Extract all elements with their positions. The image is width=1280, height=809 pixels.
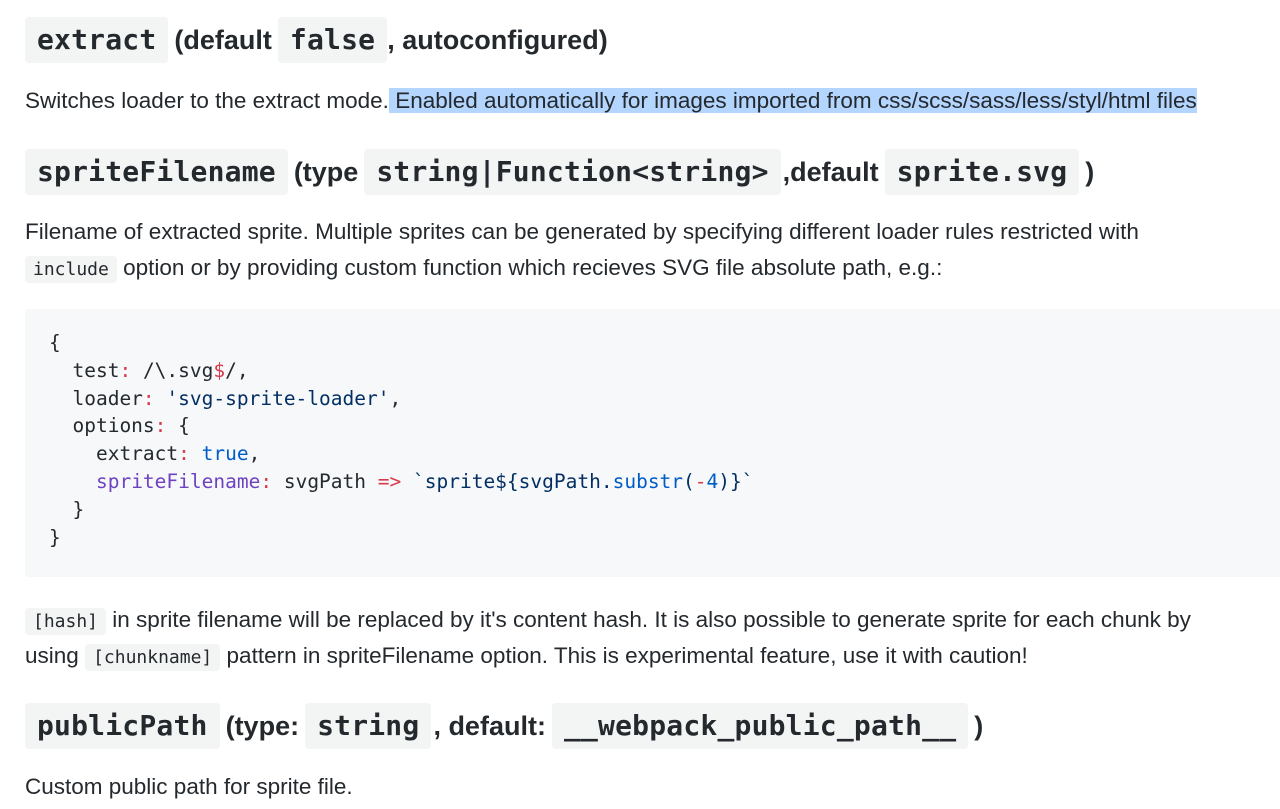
hash-note-line1: [hash] in sprite filename will be replac…	[25, 602, 1191, 640]
spritefilename-type: string|Function<string>	[364, 149, 781, 195]
chunkname-inline-code: [chunkname]	[85, 644, 221, 671]
spritefilename-heading: spriteFilename (type string|Function<str…	[25, 147, 1100, 197]
spritefilename-desc-text2: option or by providing custom function w…	[123, 255, 943, 280]
publicpath-option-name: publicPath	[25, 703, 220, 749]
include-inline-code: include	[25, 256, 117, 283]
publicpath-desc-text: Custom public path for sprite file.	[25, 774, 353, 799]
publicpath-close: )	[974, 710, 984, 741]
code-line: spriteFilename: svgPath => `sprite${svgP…	[95, 469, 754, 493]
extract-paren-open: (default	[174, 24, 272, 55]
code-line: extract: true,	[49, 442, 261, 466]
publicpath-default-value: __webpack_public_path__	[551, 703, 969, 749]
extract-desc-selected: Enabled automatically for images importe…	[388, 88, 1197, 113]
code-line: }	[49, 497, 85, 521]
hash-note-line2: using [chunkname] pattern in spriteFilen…	[25, 638, 1028, 676]
publicpath-heading: publicPath (type: string , default: __we…	[25, 701, 989, 751]
extract-description: Switches loader to the extract mode. Ena…	[25, 83, 1197, 119]
hash-note-text1: in sprite filename will be replaced by i…	[112, 607, 1191, 632]
publicpath-paren-open: (type:	[225, 710, 300, 741]
spritefilename-option-name: spriteFilename	[25, 149, 288, 195]
extract-default-value: false	[277, 17, 388, 63]
extract-option-name: extract	[25, 17, 169, 63]
extract-heading-tail: , autoconfigured)	[387, 24, 608, 55]
hash-inline-code: [hash]	[25, 608, 107, 635]
code-block: { test: /\.svg$/, loader: 'svg-sprite-lo…	[25, 309, 1280, 577]
publicpath-mid: , default:	[433, 710, 546, 741]
spritefilename-paren-open: (type	[293, 156, 359, 187]
spritefilename-desc-text1: Filename of extracted sprite. Multiple s…	[25, 219, 1139, 244]
code-line: options: {	[49, 414, 190, 438]
spritefilename-close: )	[1085, 156, 1095, 187]
spritefilename-mid: ,default	[782, 156, 879, 187]
spritefilename-default-value: sprite.svg	[884, 149, 1080, 195]
publicpath-description: Custom public path for sprite file.	[25, 769, 353, 805]
code-line: }	[49, 525, 61, 549]
code-line: {	[49, 331, 61, 354]
code-line: loader: 'svg-sprite-loader',	[49, 386, 402, 410]
extract-desc-plain: Switches loader to the extract mode.	[25, 88, 389, 113]
spritefilename-description-line2: include option or by providing custom fu…	[25, 250, 942, 288]
publicpath-type: string	[305, 703, 432, 749]
hash-note-text2: pattern in spriteFilename option. This i…	[226, 643, 1028, 668]
extract-heading: extract (default false , autoconfigured)	[25, 15, 608, 65]
code-line: test: /\.svg$/,	[49, 358, 249, 382]
spritefilename-description-line1: Filename of extracted sprite. Multiple s…	[25, 214, 1139, 250]
hash-note-using: using	[25, 643, 79, 668]
